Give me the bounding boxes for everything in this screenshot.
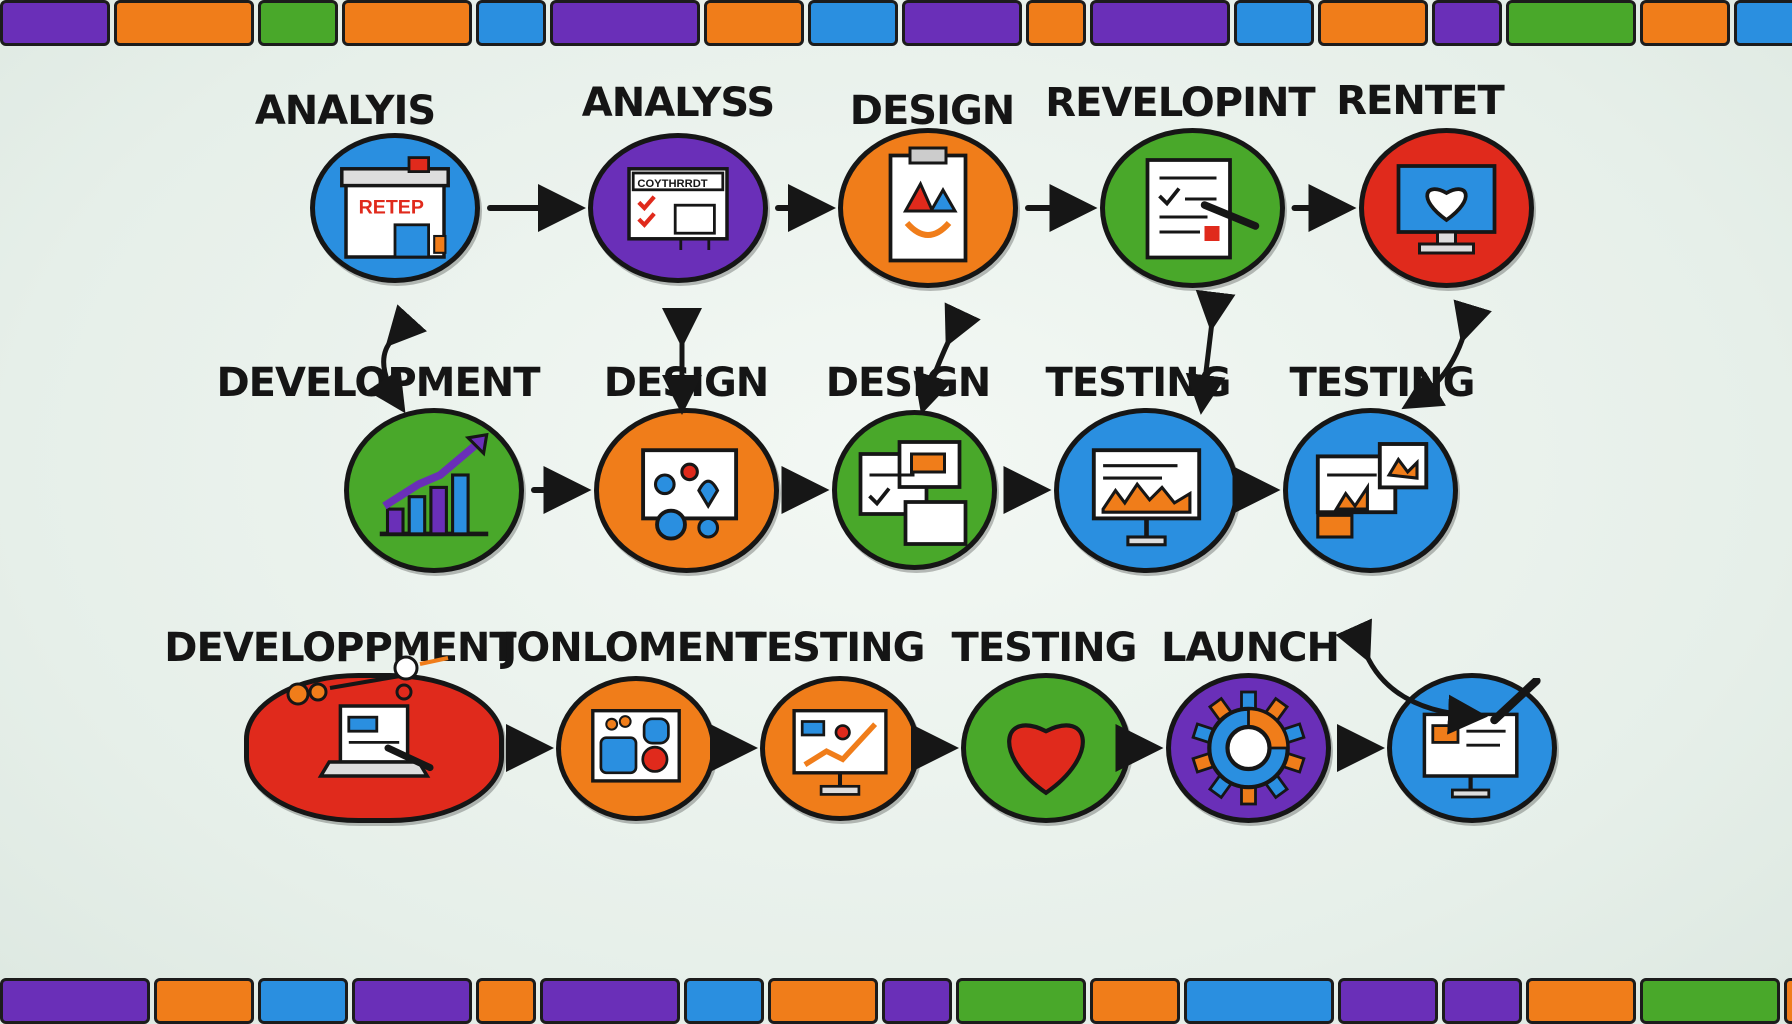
node-label: DEVELOPPMENT <box>164 625 516 671</box>
border-tile <box>1442 978 1522 1024</box>
clipboard-design-icon <box>888 146 968 263</box>
bidirectional-connector <box>1185 289 1236 415</box>
node-label: ANALYSS <box>581 80 775 126</box>
border-tile <box>476 0 546 46</box>
border-tile <box>0 0 110 46</box>
border-tile <box>808 0 898 46</box>
border-tile <box>1526 978 1636 1024</box>
node-n8 <box>831 410 997 570</box>
growth-chart-icon <box>379 432 489 536</box>
border-tile <box>1784 978 1792 1024</box>
border-tile <box>342 0 472 46</box>
node-label: TESTING <box>739 625 926 671</box>
node-n12 <box>556 675 716 821</box>
monitor-heart-icon <box>1396 164 1496 255</box>
border-tile <box>1734 0 1792 46</box>
node-label: REVELOPINT <box>1045 80 1315 126</box>
border-tile <box>550 0 700 46</box>
border-tile <box>540 978 680 1024</box>
border-tile <box>902 0 1022 46</box>
border-tile <box>768 978 878 1024</box>
store-sign-text: RETEP <box>359 197 424 219</box>
screen-apps-icon <box>591 708 681 783</box>
border-tile <box>1090 0 1230 46</box>
border-tile <box>704 0 804 46</box>
border-tile <box>1506 0 1636 46</box>
border-tile <box>154 978 254 1024</box>
border-tile <box>352 978 472 1024</box>
border-tile <box>1234 0 1314 46</box>
border-tile <box>1318 0 1428 46</box>
screens-icon <box>1315 441 1428 539</box>
design-tools-icon <box>640 447 738 540</box>
gear-icon <box>1190 690 1306 806</box>
border-tile <box>882 978 952 1024</box>
bidirectional-connector <box>913 302 981 415</box>
node-label: ANALYIS <box>254 88 436 134</box>
node-label: DESIGN <box>849 88 1016 134</box>
node-label: TESTING <box>951 625 1138 671</box>
node-label: LAUNCH <box>1160 625 1340 671</box>
border-tile <box>1640 978 1780 1024</box>
border-tile <box>258 978 348 1024</box>
bidirectional-connector <box>366 304 427 414</box>
monitor-growth-icon <box>792 708 888 796</box>
border-tile <box>0 978 150 1024</box>
document-pen-icon <box>1145 158 1259 260</box>
bidirectional-connector <box>1335 618 1488 735</box>
wrench-icon <box>286 655 449 706</box>
node-n1: RETEP <box>310 133 480 283</box>
node-n10 <box>1282 407 1458 573</box>
border-tile <box>1184 978 1334 1024</box>
store-front-icon: RETEP <box>340 156 450 259</box>
border-tile <box>1026 0 1086 46</box>
top-tile-border <box>0 0 1792 46</box>
border-tile <box>684 978 764 1024</box>
documents-icon <box>858 440 967 546</box>
border-tile <box>1432 0 1502 46</box>
border-tile <box>956 978 1086 1024</box>
node-label: RENTET <box>1336 78 1504 124</box>
border-tile <box>1338 978 1438 1024</box>
border-tile <box>1640 0 1730 46</box>
node-n3 <box>838 128 1018 288</box>
node-n6 <box>344 407 524 573</box>
border-tile <box>114 0 254 46</box>
bottom-tile-border <box>0 978 1792 1024</box>
laptop-pen-icon <box>317 704 434 778</box>
border-tile <box>258 0 338 46</box>
border-tile <box>1090 978 1180 1024</box>
node-n7 <box>593 407 779 573</box>
node-n15 <box>1165 673 1331 823</box>
bidirectional-connector <box>1401 299 1492 410</box>
border-tile <box>476 978 536 1024</box>
heart-icon <box>1007 723 1085 796</box>
node-n9 <box>1053 407 1239 573</box>
node-label: JONLOMENT <box>502 625 762 671</box>
checklist-board-icon: COYTHRRDT <box>627 167 729 250</box>
board-header-text: COYTHRRDT <box>637 178 707 190</box>
node-n5 <box>1358 128 1534 288</box>
node-n4 <box>1099 128 1285 288</box>
monitor-chart-icon <box>1091 447 1201 546</box>
node-n2: COYTHRRDT <box>588 133 768 283</box>
